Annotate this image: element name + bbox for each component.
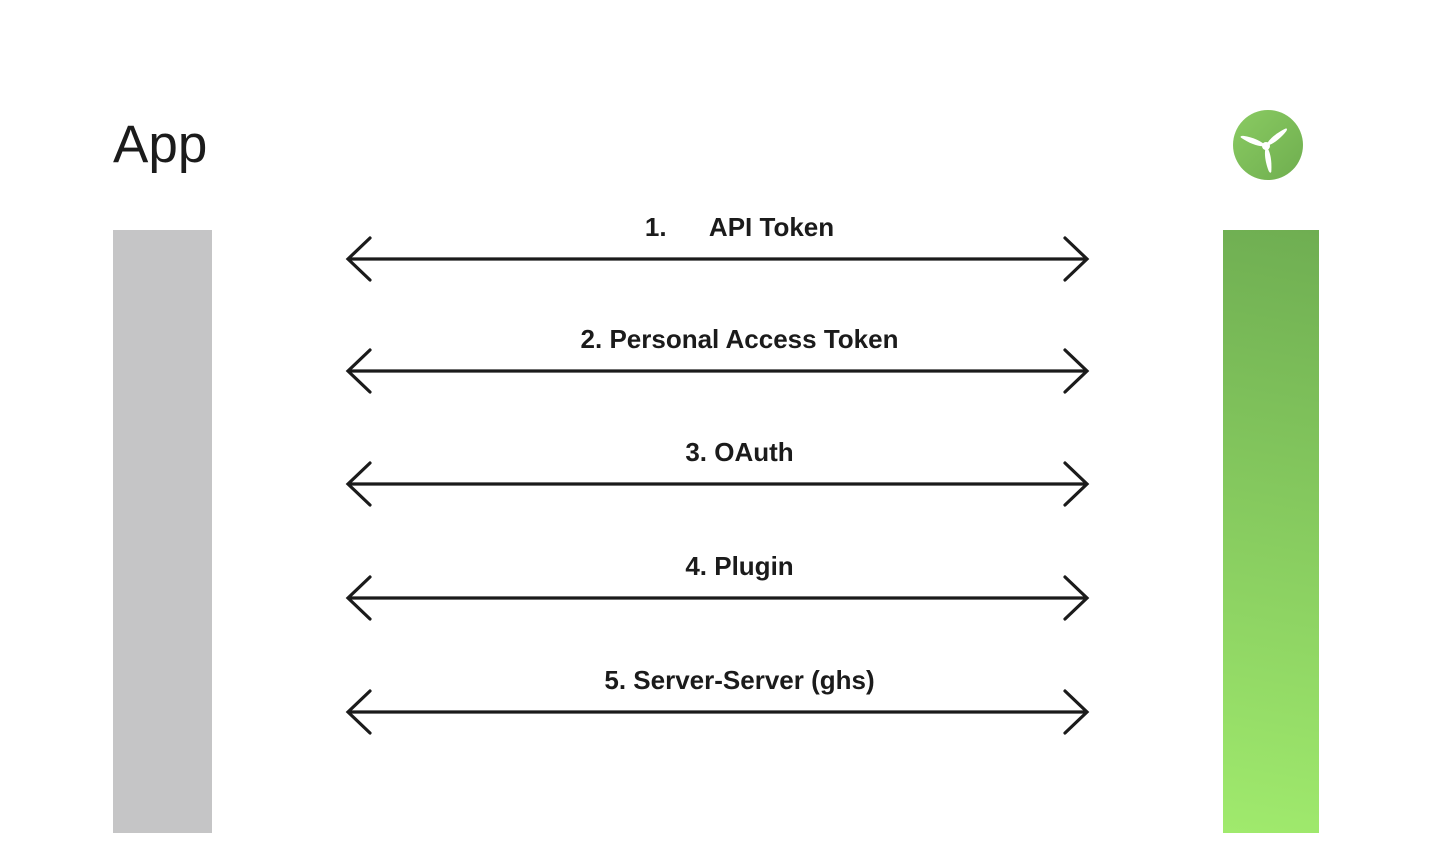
connection-label: 1. API Token [644,212,835,242]
connection-label: 3. OAuth [685,437,794,467]
service-bar [1223,230,1319,833]
app-title: App [113,115,208,174]
connection-personal-access-token: 2. Personal Access Token [345,325,1090,397]
connection-plugin: 4. Plugin [345,552,1090,624]
double-arrow-icon [345,236,1090,282]
double-arrow-icon [345,575,1090,621]
connection-label: 4. Plugin [685,551,794,581]
connection-label: 5. Server-Server (ghs) [604,665,875,695]
double-arrow-icon [345,348,1090,394]
double-arrow-icon [345,461,1090,507]
app-bar [113,230,212,833]
connection-oauth: 3. OAuth [345,438,1090,510]
connection-label: 2. Personal Access Token [580,324,899,354]
double-arrow-icon [345,689,1090,735]
wind-turbine-icon [1233,110,1303,180]
wind-turbine-logo-svg [1233,110,1303,180]
connection-server-server: 5. Server-Server (ghs) [345,666,1090,738]
connection-api-token: 1. API Token [345,213,1090,285]
